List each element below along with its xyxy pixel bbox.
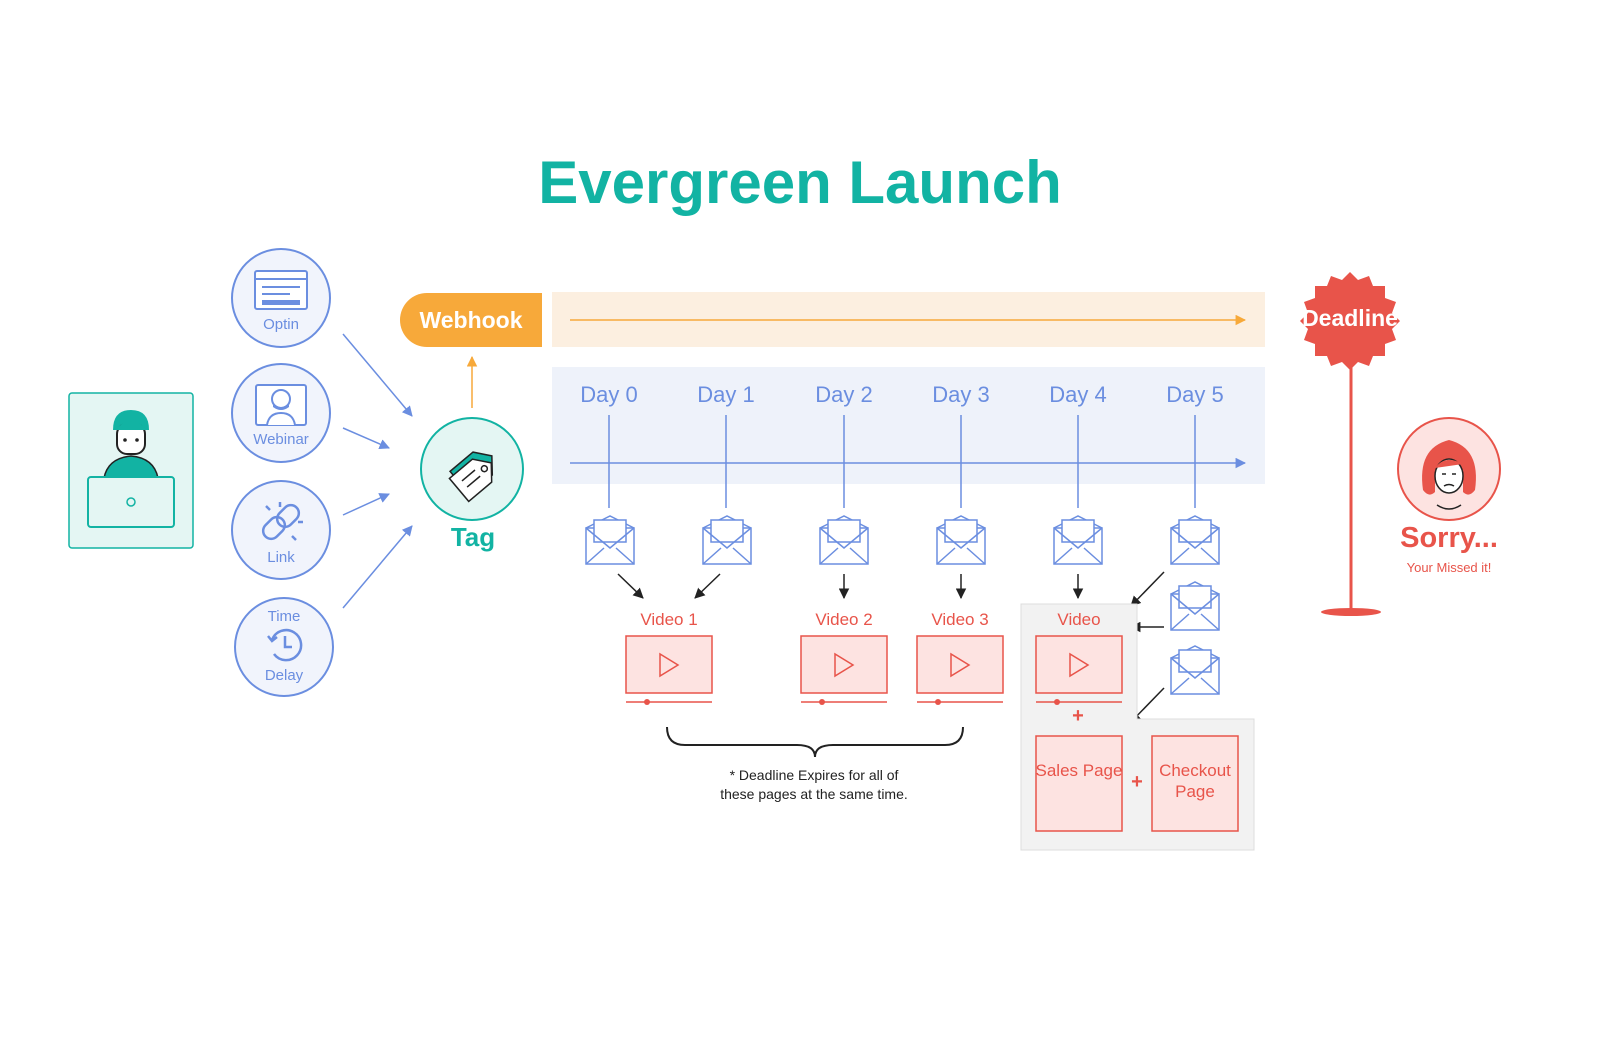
deadline-note: * Deadline Expires for all of these page… [684, 766, 944, 804]
day-label: Day 4 [1049, 382, 1107, 407]
delay-label: Delay [264, 667, 304, 684]
deadline-badge [1300, 272, 1400, 616]
day-label: Day 2 [815, 382, 873, 407]
video-label-1: Video 1 [640, 610, 698, 629]
video-label-2: Video 2 [815, 610, 873, 629]
day-ticks [608, 415, 1196, 508]
clock-delay-icon [267, 628, 303, 662]
envelope-icon [1170, 515, 1220, 565]
envelope-icon [1053, 515, 1103, 565]
sales-page-label: Sales Page [1035, 761, 1123, 780]
link-chain-icon [261, 502, 303, 541]
deadline-note-line2: these pages at the same time. [720, 786, 908, 802]
sad-face-icon [1397, 417, 1501, 521]
tag-icon [448, 451, 494, 503]
webhook-pill: Webhook [400, 293, 542, 347]
envelope-icon [585, 515, 635, 565]
sorry-subtitle: Your Missed it! [1406, 560, 1492, 575]
day-label: Day 0 [580, 382, 638, 407]
day-label: Day 5 [1166, 382, 1224, 407]
email-envelopes [585, 515, 1220, 695]
video-player-4 [1035, 635, 1123, 705]
envelope-icon [819, 515, 869, 565]
tag-label: Tag [450, 522, 496, 552]
optin-form-icon [254, 270, 308, 310]
envelope-icon [702, 515, 752, 565]
time-delay-source [234, 597, 334, 697]
deadline-label: Deadline [1302, 305, 1398, 331]
video-label-3: Video 3 [931, 610, 989, 629]
plus-sign: + [1131, 771, 1143, 793]
video-player-1 [625, 635, 713, 705]
optin-source [231, 248, 331, 348]
sorry-title: Sorry... [1400, 522, 1498, 554]
curly-brace [666, 726, 964, 758]
deadline-note-line1: * Deadline Expires for all of [729, 767, 899, 783]
sales-page-box [1035, 735, 1123, 832]
day-label: Day 1 [697, 382, 755, 407]
envelope-icon [1170, 645, 1220, 695]
diagram-title: Evergreen Launch [538, 149, 1062, 216]
video-player-3 [916, 635, 1004, 705]
webinar-presenter-icon [255, 384, 307, 426]
optin-label: Optin [263, 316, 299, 333]
source-to-tag-arrows [342, 333, 413, 609]
link-source [231, 480, 331, 580]
checkout-page-box [1151, 735, 1239, 832]
video-label-4: Video [1057, 610, 1101, 629]
video-player-2 [800, 635, 888, 705]
envelope-icon [1170, 581, 1220, 631]
webinar-source [231, 363, 331, 463]
webhook-label: Webhook [419, 306, 523, 333]
webinar-label: Webinar [253, 431, 309, 448]
time-label: Time [267, 608, 301, 625]
checkout-page-label: Checkout Page [1159, 761, 1231, 801]
tag-node [420, 417, 524, 521]
plus-sign: + [1072, 705, 1084, 727]
envelope-icon [936, 515, 986, 565]
day-label: Day 3 [932, 382, 990, 407]
timeline-band [552, 367, 1265, 484]
link-label: Link [267, 549, 295, 566]
user-at-laptop-icon [68, 392, 194, 549]
